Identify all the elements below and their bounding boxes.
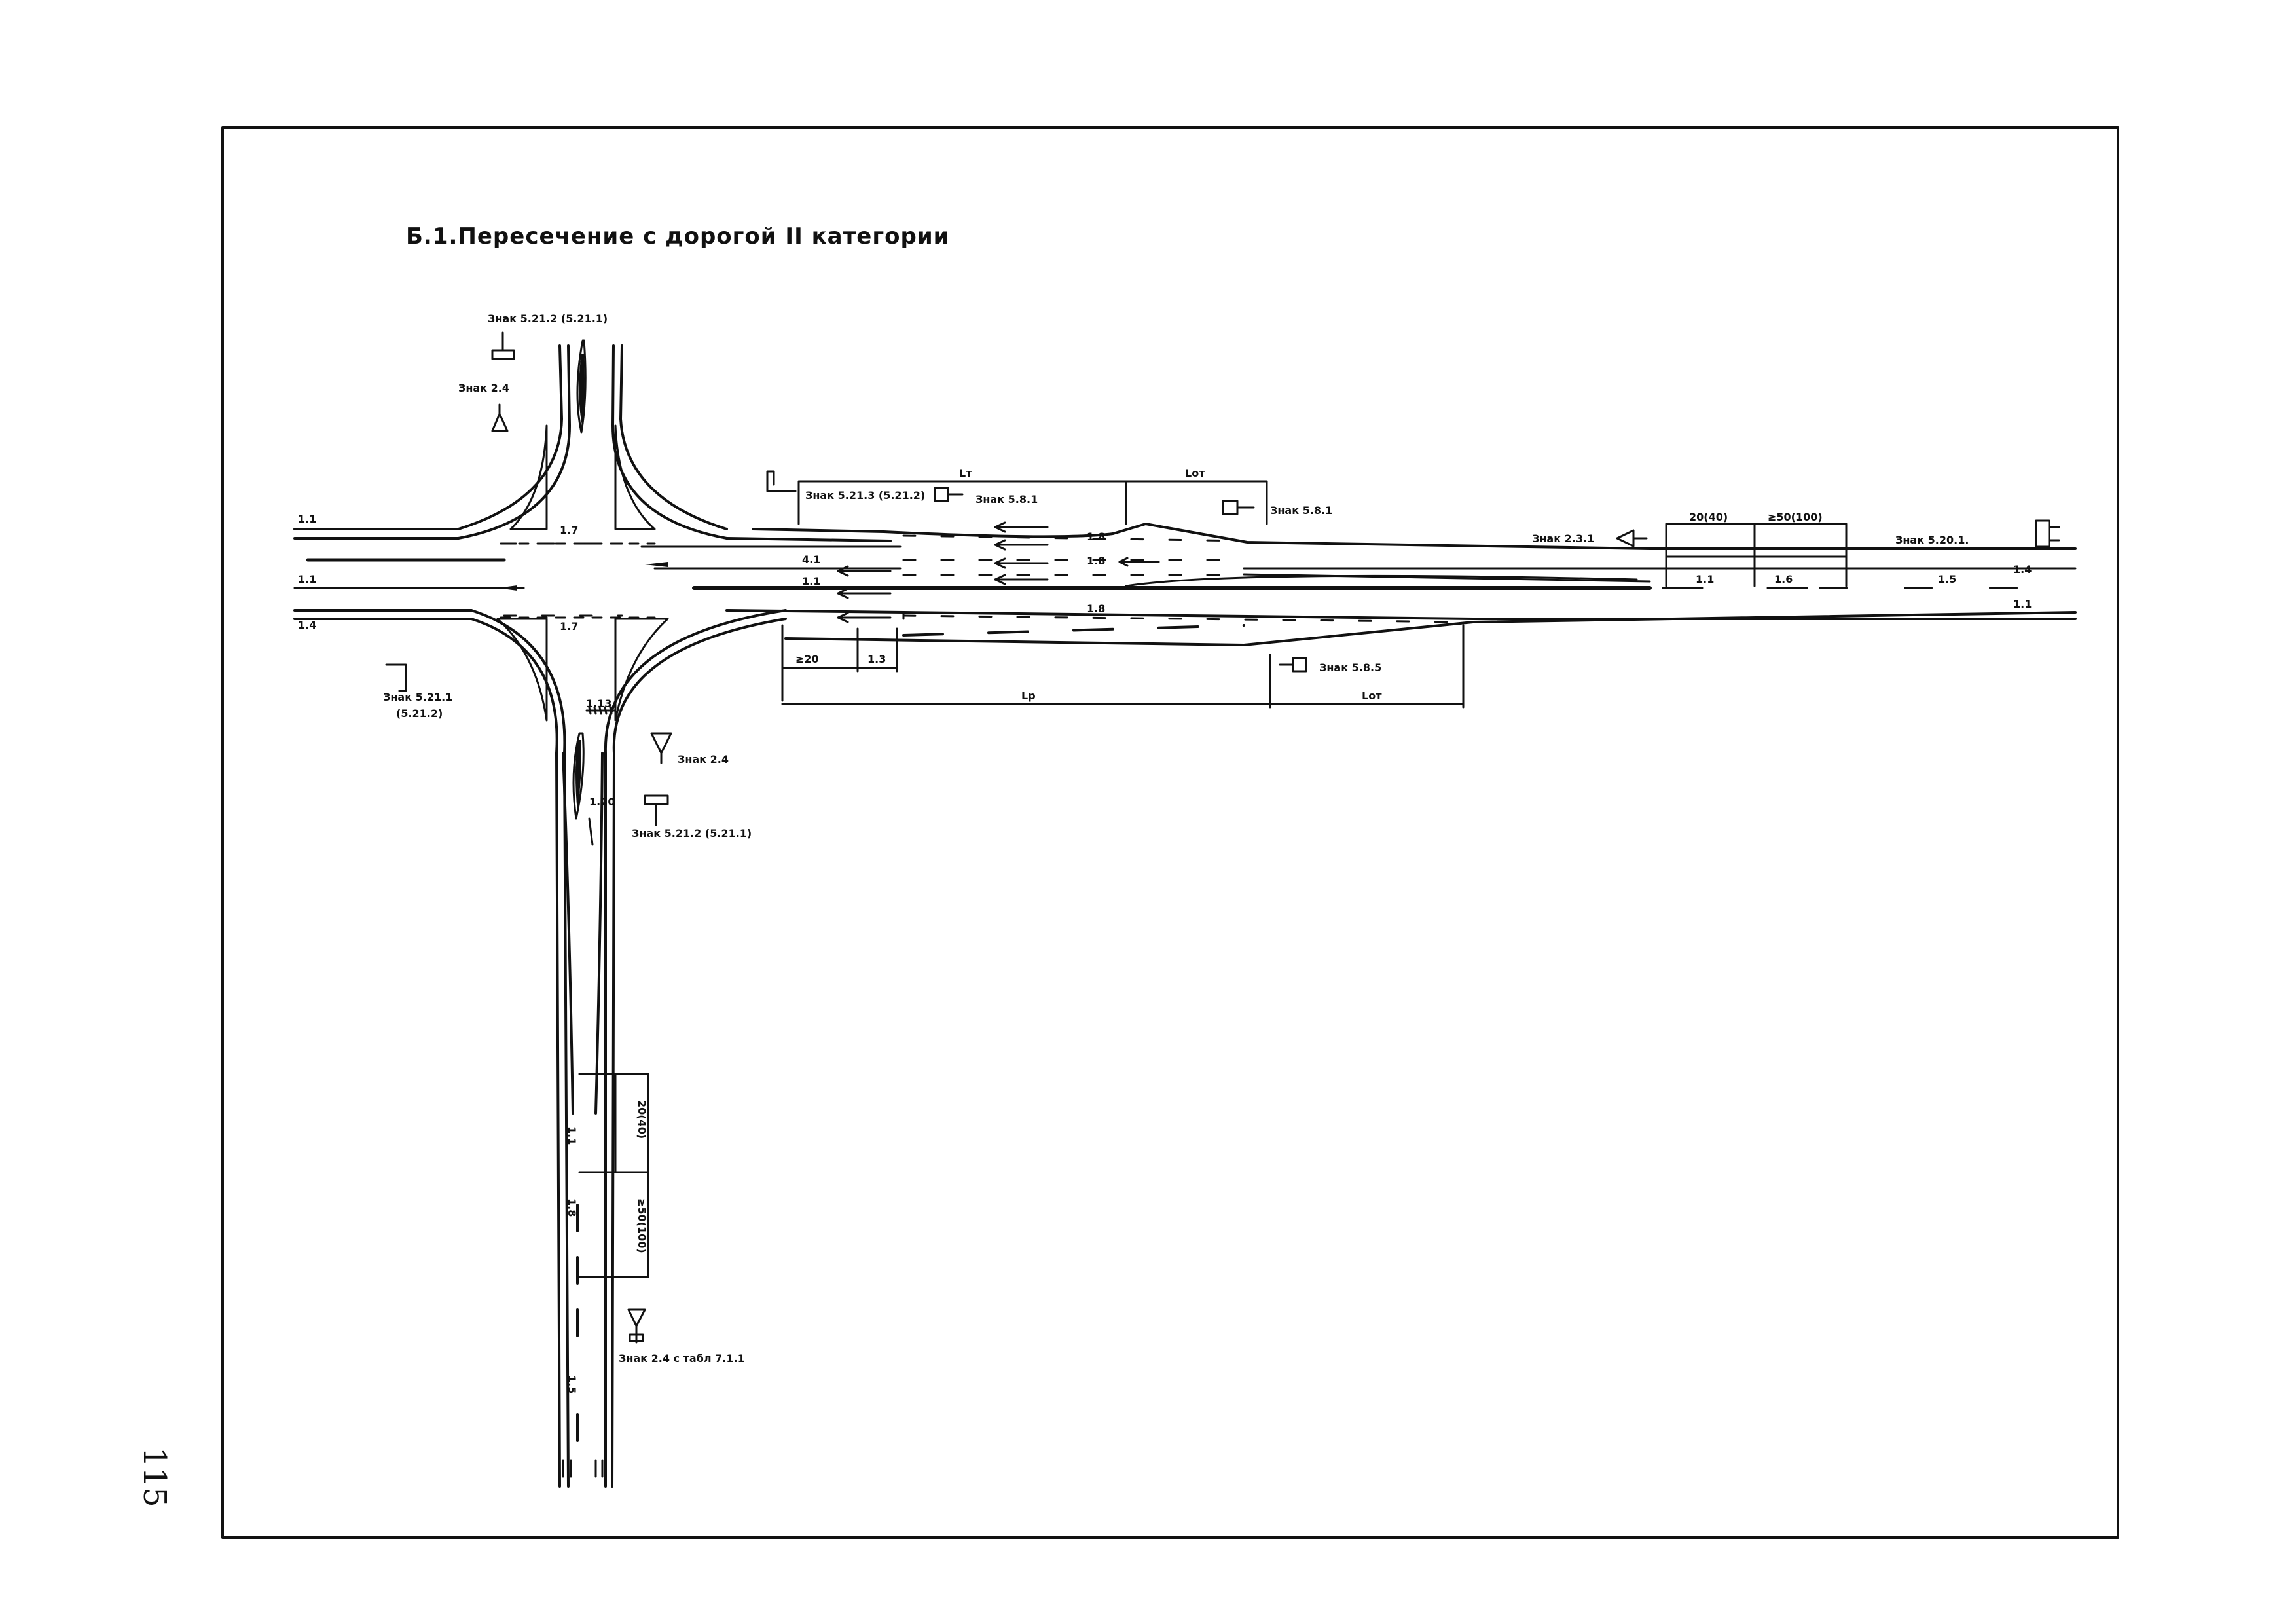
marking-label: 1.8 [566, 1198, 578, 1217]
sign-label-581-box: Знак 5.8.1 [975, 493, 1038, 506]
sign-label-585: Знак 5.8.5 [1319, 661, 1381, 674]
sign-symbols [385, 331, 2060, 1344]
marking-label: 1.1 [298, 573, 316, 585]
dim-50-100-vertical: ≥50(100) [636, 1198, 648, 1253]
marking-label: 1.20 [589, 796, 615, 808]
marking-label: 1.1 [2013, 598, 2032, 610]
sign-labels: Знак 5.21.2 (5.21.1) Знак 2.4 Знак 5.21.… [383, 312, 1969, 1365]
marking-label: 1.1 [298, 513, 316, 525]
marking-label: 1.7 [560, 524, 578, 536]
sign-label-5212-paren: (5.21.2) [396, 707, 443, 720]
dim-lot-bottom: Lот [1362, 690, 1382, 702]
sign-label-24-bottom: Знак 2.4 [678, 753, 729, 766]
marking-label: 1.8 [1087, 602, 1105, 615]
dim-50-100-top: ≥50(100) [1768, 511, 1823, 523]
sign-label-231: Знак 2.3.1 [1532, 532, 1594, 545]
dim-20: ≥20 [795, 653, 819, 665]
dim-lot-top: Lот [1185, 467, 1205, 479]
marking-label: 1.1 [1696, 573, 1714, 585]
marking-label: 1.3 [867, 653, 886, 665]
drawing-frame [221, 126, 2119, 1539]
sign-label-5211: Знак 5.21.1 [383, 691, 452, 703]
page-title: Б.1.Пересечение с дорогой II категории [406, 223, 949, 249]
sign-label-5212-bottom: Знак 5.21.2 (5.21.1) [632, 827, 752, 840]
marking-label: 1.7 [560, 620, 578, 633]
main-road [293, 521, 2077, 646]
marking-label: 1.1 [802, 575, 820, 587]
marking-label: 1.8 [1087, 555, 1105, 567]
dim-20-40-vertical: 20(40) [636, 1100, 648, 1139]
marking-label: 1.1 [566, 1126, 578, 1145]
dimension-lines [578, 480, 1848, 1278]
secondary-road [457, 339, 787, 1488]
marking-label: 1.13 [586, 697, 611, 710]
marking-label: 1.5 [1938, 573, 1956, 585]
dim-lp: Lр [1021, 690, 1036, 702]
page-number: 115 [136, 1447, 173, 1507]
sign-label-581-right: Знак 5.8.1 [1270, 504, 1332, 517]
dimension-labels: Lт Lот Lр Lот 20(40) ≥50(100) ≥20 20(40)… [636, 467, 1823, 1253]
marking-label: 1.5 [566, 1375, 578, 1393]
marking-label: 1.4 [2013, 563, 2032, 576]
dim-20-40-top: 20(40) [1689, 511, 1728, 523]
sign-label-24-tabl: Знак 2.4 с табл 7.1.1 [619, 1352, 745, 1365]
sign-label-5201: Знак 5.20.1. [1895, 534, 1969, 546]
sign-label-5212-top: Знак 5.21.2 (5.21.1) [488, 312, 608, 325]
marking-label: 1.4 [298, 619, 316, 631]
dim-lt: Lт [959, 467, 972, 479]
marking-label: 1.8 [1087, 530, 1105, 543]
marking-labels: 1.1 1.1 1.4 1.7 1.7 4.1 1.1 1.8 1.8 1.8 … [298, 513, 2032, 1393]
sign-label-24-top: Знак 2.4 [458, 382, 509, 394]
sign-label-5213: Знак 5.21.3 (5.21.2) [805, 489, 925, 502]
marking-label: 4.1 [802, 553, 820, 566]
marking-label: 1.6 [1774, 573, 1793, 585]
